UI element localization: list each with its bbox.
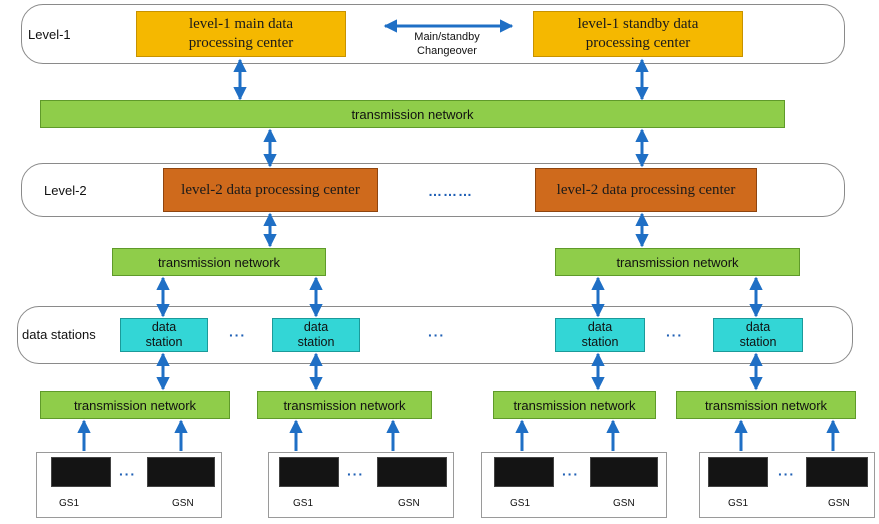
data-station-2-line2: station xyxy=(297,335,335,349)
mid-left-transmission-network: transmission network xyxy=(112,248,326,276)
gsn-label: GSN xyxy=(613,498,635,509)
data-station-3-line1: data xyxy=(587,320,613,334)
bottom-transmission-network-2: transmission network xyxy=(257,391,432,419)
gs-ellipsis: ··· xyxy=(347,466,364,482)
data-station-4-line2: station xyxy=(739,335,777,349)
data-station-3: data station xyxy=(555,318,645,352)
ground-station-group-3: ··· GS1 GSN xyxy=(481,452,667,518)
level-1-main-center-label: level-1 main data processing center xyxy=(188,16,294,51)
changeover-line-1: Main/standby xyxy=(414,31,480,43)
station-ellipsis-1: ··· xyxy=(229,327,246,343)
ground-station-image-first xyxy=(708,457,768,487)
data-station-2-line1: data xyxy=(303,320,329,334)
bottom-network-3-label: transmission network xyxy=(513,397,636,413)
level-2-center-left: level-2 data processing center xyxy=(163,168,378,212)
gsn-label: GSN xyxy=(828,498,850,509)
mid-right-network-label: transmission network xyxy=(616,254,739,270)
data-station-1: data station xyxy=(120,318,208,352)
gs1-label: GS1 xyxy=(728,498,749,509)
ground-station-image-last xyxy=(806,457,868,487)
mid-right-transmission-network: transmission network xyxy=(555,248,800,276)
gs-ellipsis: ··· xyxy=(562,466,579,482)
bottom-transmission-network-4: transmission network xyxy=(676,391,856,419)
gs1-label: GS1 xyxy=(510,498,531,509)
level-1-standby-center-label: level-1 standby data processing center xyxy=(577,16,699,51)
ground-station-image-last xyxy=(147,457,215,487)
bottom-network-1-label: transmission network xyxy=(73,397,197,413)
data-station-3-line2: station xyxy=(581,335,619,349)
ground-station-image-first xyxy=(51,457,111,487)
station-ellipsis-2: ··· xyxy=(428,327,445,343)
data-station-4-line1: data xyxy=(745,320,771,334)
bottom-transmission-network-1: transmission network xyxy=(40,391,230,419)
level-1-standby-center: level-1 standby data processing center xyxy=(533,11,743,57)
ground-station-group-4: ··· GS1 GSN xyxy=(699,452,875,518)
changeover-caption: Main/standby Changeover xyxy=(392,30,502,58)
changeover-line-2: Changeover xyxy=(417,45,477,57)
top-transmission-network: transmission network xyxy=(40,100,785,128)
gs-ellipsis: ··· xyxy=(778,466,795,482)
ground-station-group-2: ··· GS1 GSN xyxy=(268,452,454,518)
level-1-main-center: level-1 main data processing center xyxy=(136,11,346,57)
level-2-center-right-label: level-2 data processing center xyxy=(556,181,736,198)
gs1-label: GS1 xyxy=(59,498,80,509)
bottom-transmission-network-3: transmission network xyxy=(493,391,656,419)
bottom-network-2-label: transmission network xyxy=(283,397,406,413)
data-station-4: data station xyxy=(713,318,803,352)
level-1-label: Level-1 xyxy=(28,27,71,42)
bottom-network-4-label: transmission network xyxy=(704,397,828,413)
ground-station-image-last xyxy=(377,457,447,487)
ground-station-image-first xyxy=(279,457,339,487)
mid-left-network-label: transmission network xyxy=(157,254,281,270)
station-ellipsis-3: ··· xyxy=(666,327,683,343)
level-2-label: Level-2 xyxy=(44,183,87,198)
gs-ellipsis: ··· xyxy=(119,466,136,482)
data-station-2: data station xyxy=(272,318,360,352)
level-2-center-right: level-2 data processing center xyxy=(535,168,757,212)
level-2-ellipsis: ……… xyxy=(428,183,473,199)
ground-station-image-last xyxy=(590,457,658,487)
gsn-label: GSN xyxy=(398,498,420,509)
level-2-center-left-label: level-2 data processing center xyxy=(181,181,360,198)
data-station-1-line2: station xyxy=(145,335,183,349)
top-network-label: transmission network xyxy=(351,106,474,122)
gsn-label: GSN xyxy=(172,498,194,509)
ground-station-image-first xyxy=(494,457,554,487)
data-station-1-line1: data xyxy=(151,320,177,334)
gs1-label: GS1 xyxy=(293,498,314,509)
data-stations-label: data stations xyxy=(22,327,96,342)
ground-station-group-1: ··· GS1 GSN xyxy=(36,452,222,518)
